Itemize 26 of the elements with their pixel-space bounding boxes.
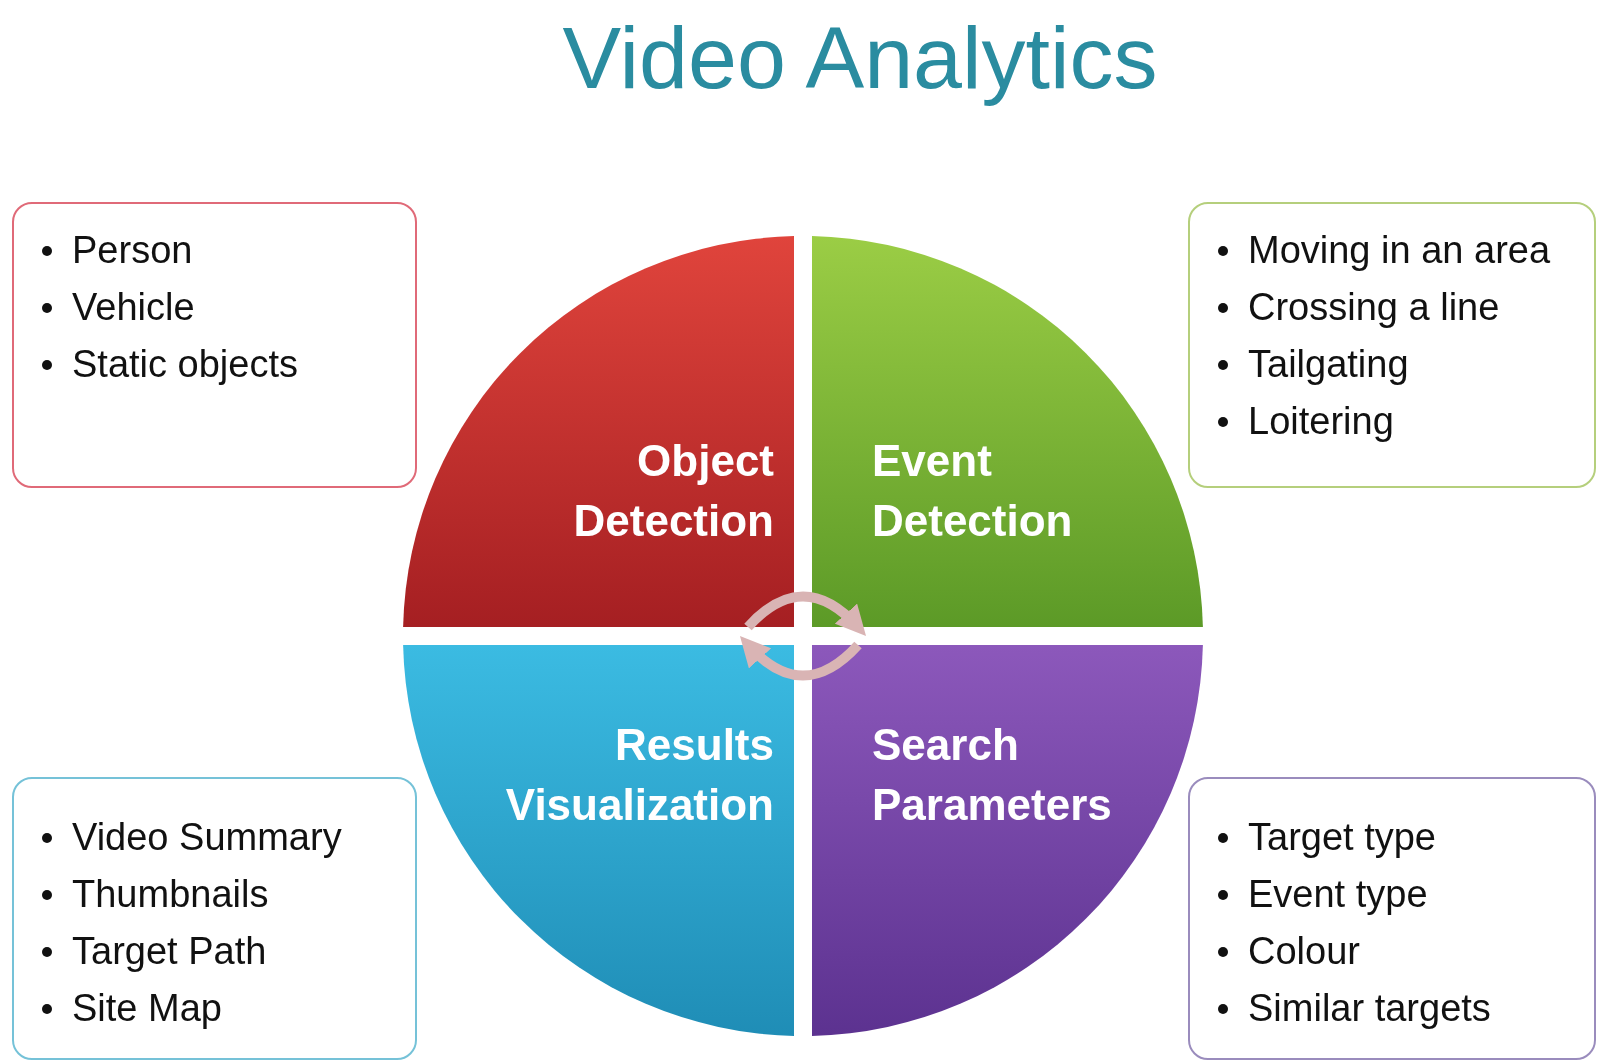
segment-label: Event Detection <box>872 436 1073 545</box>
bullet-item: Person <box>72 228 193 273</box>
bullet-item: Vehicle <box>72 285 195 330</box>
list-box <box>1188 777 1596 1060</box>
bullet-item: Thumbnails <box>72 872 269 917</box>
bullet-item: Target Path <box>72 929 267 974</box>
segment-label: Search Parameters <box>872 720 1112 829</box>
bullet-item: Site Map <box>72 986 222 1031</box>
title: Video Analytics <box>562 8 1158 107</box>
bullet-item: Crossing a line <box>1248 285 1500 330</box>
segment-label: Object Detection <box>573 436 774 545</box>
bullet-item: Target type <box>1248 815 1436 860</box>
bullet-item: Tailgating <box>1248 342 1409 387</box>
bullet-item: Similar targets <box>1248 986 1491 1031</box>
list-box <box>12 202 417 488</box>
bullet-item: Colour <box>1248 929 1360 974</box>
cycle-arrow <box>739 636 862 681</box>
bullet-item: Video Summary <box>72 815 342 860</box>
cycle-arrow <box>744 591 867 636</box>
segment-label: Results Visualization <box>505 720 774 829</box>
list-box <box>12 777 417 1060</box>
bullet-item: Event type <box>1248 872 1428 917</box>
bullet-item: Moving in an area <box>1248 228 1551 273</box>
bullet-item: Loitering <box>1248 399 1394 444</box>
list-box <box>1188 202 1596 488</box>
bullet-item: Static objects <box>72 342 298 387</box>
